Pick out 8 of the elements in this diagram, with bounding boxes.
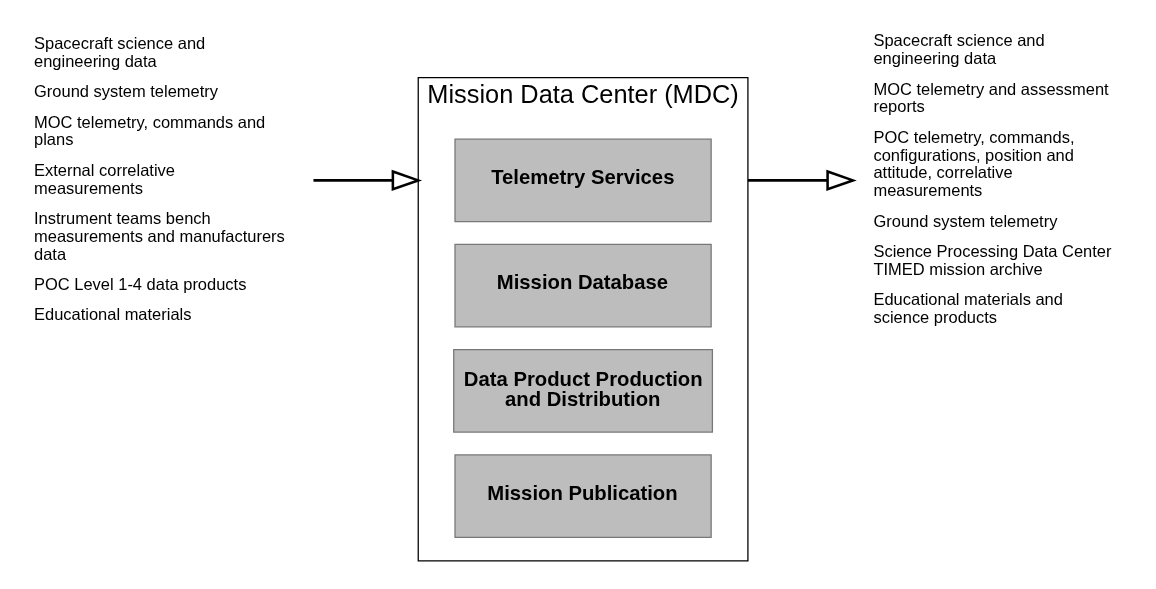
node-box: Telemetry Services (454, 138, 712, 223)
node-box: Data Product Production and Distribution (453, 349, 714, 433)
arrow (747, 169, 857, 192)
node-box: Mission Publication (454, 454, 712, 538)
arrow (313, 169, 423, 192)
node-text: Spacecraft science and engineering data MOC telemetry and assessment reports POC telemetry, commands, configurations, position and attitude, correlative measurements Ground system telemetry Science Processing Data Center TIMED mission archive Educational materials and science products (873, 31, 1112, 326)
node-box: Mission Database (454, 243, 712, 328)
node-text: Spacecraft science and engineering data Ground system telemetry MOC telemetry, commands and plans External correlative measurements Instrument teams bench measurements and manufacturers data POC Level 1-4 data products Educational materials (34, 34, 285, 324)
